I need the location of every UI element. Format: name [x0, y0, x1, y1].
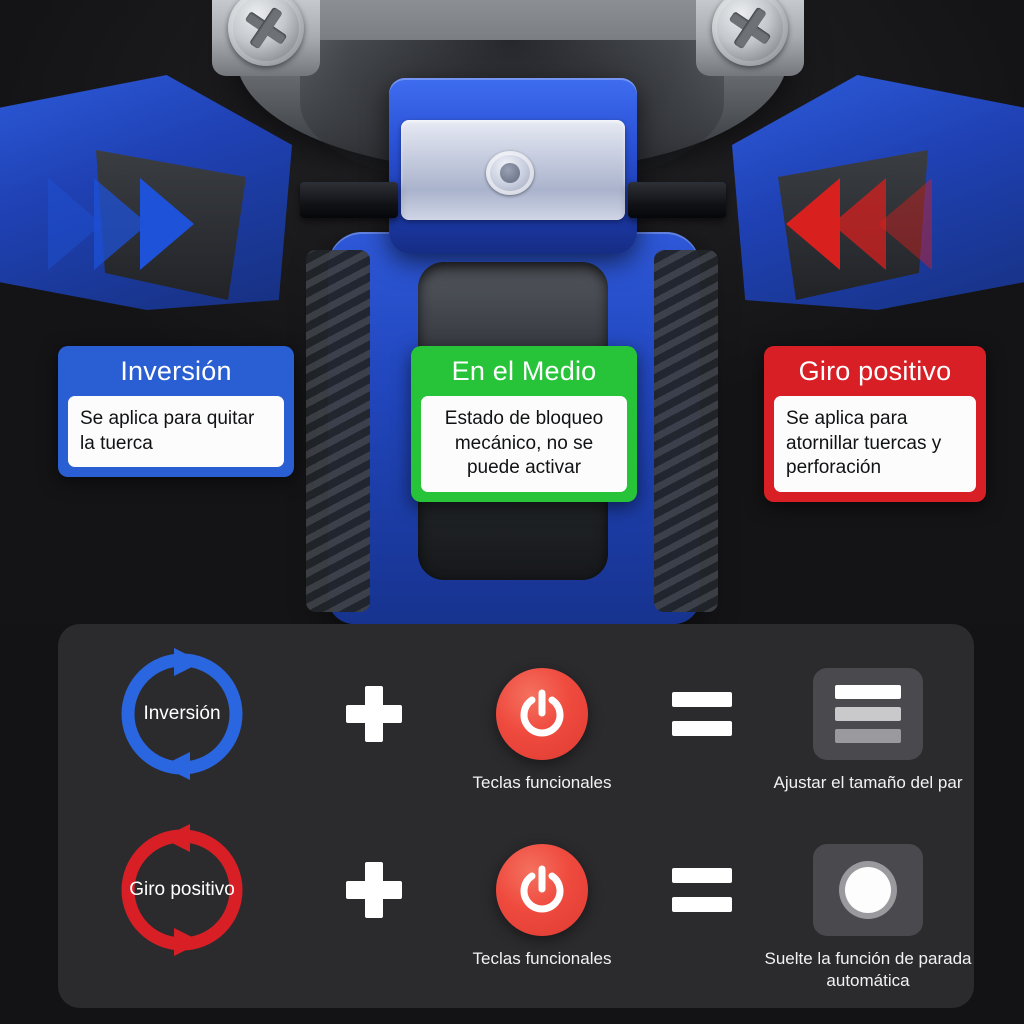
- card-middle-body: Estado de bloqueo mecánico, no se puede …: [421, 395, 627, 492]
- operator-equals-2: [642, 814, 762, 992]
- function-key-label-1: Teclas funcionales: [472, 773, 612, 792]
- forward-cycle-label: Giro positivo: [129, 878, 235, 900]
- result-auto-stop: Suelte la función de parada automática: [762, 814, 974, 992]
- function-key-1: Teclas funcionales: [442, 638, 642, 816]
- forward-cycle-icon: Giro positivo: [114, 822, 250, 958]
- card-middle: En el Medio Estado de bloqueo mecánico, …: [411, 346, 637, 502]
- cycle-reverse: Inversión: [58, 638, 306, 816]
- power-icon: [496, 844, 588, 936]
- tool-grip-right: [654, 250, 718, 612]
- plus-icon: [346, 686, 402, 742]
- function-key-label-2: Teclas funcionales: [472, 949, 612, 968]
- tool-grip-left: [306, 250, 370, 612]
- card-reverse-body: Se aplica para quitar la tuerca: [68, 395, 284, 468]
- chevron-left-icon: [832, 178, 886, 270]
- chevron-left-icon: [786, 178, 840, 270]
- screw-icon-right: [712, 0, 788, 66]
- card-middle-title: En el Medio: [451, 356, 597, 386]
- card-reverse-title: Inversión: [120, 356, 232, 386]
- card-reverse: Inversión Se aplica para quitar la tuerc…: [58, 346, 294, 478]
- chevron-left-icon: [878, 178, 932, 270]
- chevron-right-icon: [140, 178, 194, 270]
- bar-level-1: [835, 685, 901, 699]
- screw-icon-left: [228, 0, 304, 66]
- card-forward-body: Se aplica para atornillar tuercas y perf…: [774, 395, 976, 492]
- selector-tab-right: [628, 182, 726, 218]
- operation-row-auto-stop: Giro positivo Teclas funcionales: [58, 814, 974, 992]
- selector-tab-left: [300, 182, 398, 218]
- bar-level-2: [835, 707, 901, 721]
- result-torque-adjust: Ajustar el tamaño del par: [762, 638, 974, 816]
- bar-level-3: [835, 729, 901, 743]
- operation-row-torque-adjust: Inversión Teclas funcionales: [58, 638, 974, 816]
- forward-direction-chevrons: [786, 178, 932, 270]
- power-icon: [496, 668, 588, 760]
- card-forward-title: Giro positivo: [798, 356, 952, 386]
- cycle-forward: Giro positivo: [58, 814, 306, 992]
- plus-icon: [346, 862, 402, 918]
- result-caption-1: Ajustar el tamaño del par: [773, 773, 963, 792]
- circle-ring: [839, 861, 897, 919]
- product-photo: [0, 0, 1024, 624]
- selector-screw-icon: [486, 151, 534, 195]
- circle-dot-icon: [813, 844, 923, 936]
- circle-core: [845, 867, 891, 913]
- operator-plus-1: [306, 638, 442, 816]
- operator-plus-2: [306, 814, 442, 992]
- chevron-right-icon: [94, 178, 148, 270]
- three-bars-icon: [813, 668, 923, 760]
- reverse-cycle-label: Inversión: [143, 702, 221, 724]
- operator-equals-1: [642, 638, 762, 816]
- equals-icon: [672, 692, 732, 736]
- reverse-cycle-icon: Inversión: [114, 646, 250, 782]
- card-forward: Giro positivo Se aplica para atornillar …: [764, 346, 986, 502]
- reverse-direction-chevrons: [48, 178, 194, 270]
- equals-icon: [672, 868, 732, 912]
- chevron-right-icon: [48, 178, 102, 270]
- result-caption-2: Suelte la función de parada automática: [764, 949, 972, 990]
- function-key-2: Teclas funcionales: [442, 814, 642, 992]
- operations-panel: Inversión Teclas funcionales: [58, 624, 974, 1008]
